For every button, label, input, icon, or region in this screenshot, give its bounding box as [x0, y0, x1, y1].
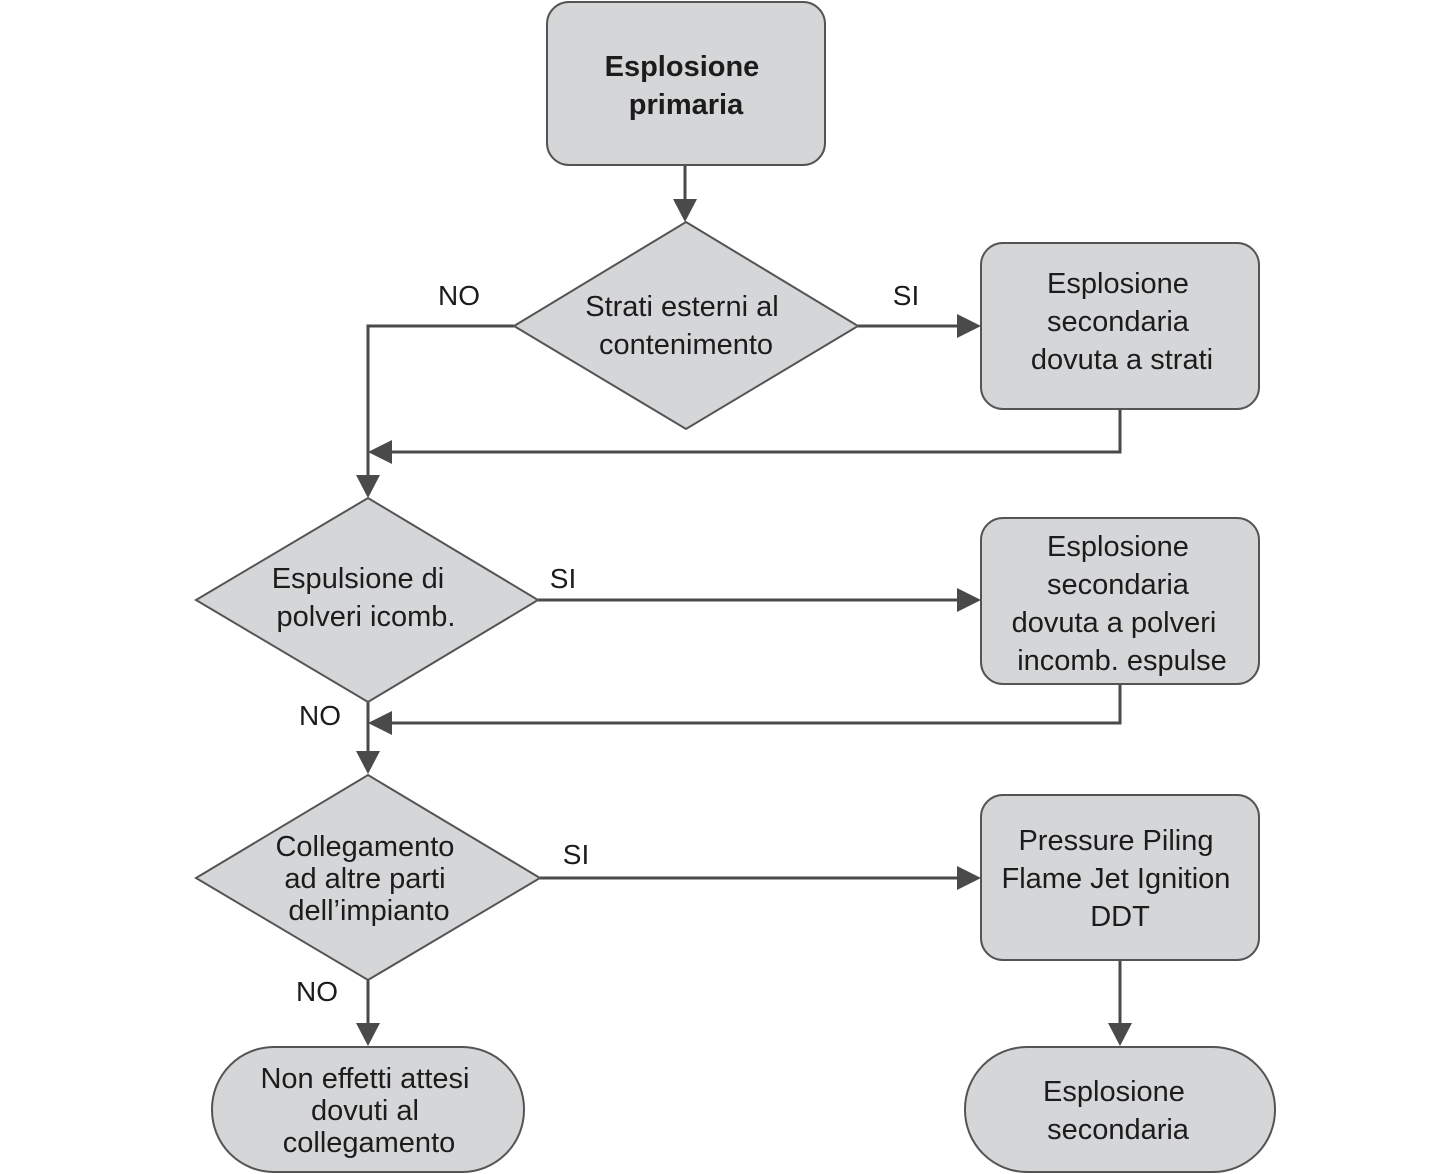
node-end-no-effects-line: collegamento: [283, 1127, 456, 1159]
node-end-secondary-terminal: [964, 1046, 1276, 1173]
connectors: [356, 165, 1132, 1046]
node-end-no-effects-label: Non effetti attesi dovuti al collegament…: [260, 1063, 477, 1159]
arrowhead: [957, 866, 981, 890]
node-decision-layers-diamond: [512, 220, 860, 431]
node-result-layers-line: secondaria: [1047, 306, 1190, 338]
edge-label-dust-no: NO: [299, 700, 341, 731]
node-start-line: Esplosione: [605, 51, 760, 83]
node-decision-connection-line: dell’impianto: [288, 895, 449, 927]
edge-label-layers-yes: SI: [893, 280, 919, 311]
node-start-box: [546, 1, 826, 166]
node-result-connection-line: Pressure Piling: [1018, 825, 1213, 857]
node-result-connection-line: Flame Jet Ignition: [1002, 863, 1231, 895]
node-decision-dust-line: polveri icomb.: [277, 601, 456, 633]
node-decision-connection-label: Collegamento ad altre parti dell’impiant…: [275, 831, 462, 927]
node-end-no-effects-terminal: [211, 1046, 525, 1173]
node-result-dust-line: incomb. espulse: [1017, 645, 1227, 677]
edge-label-layers-no: NO: [438, 280, 480, 311]
node-decision-dust-line: Espulsione di: [272, 563, 445, 595]
edge-label-dust-yes: SI: [550, 563, 576, 594]
node-result-dust-line: Esplosione: [1047, 531, 1189, 563]
edge-label-connection-yes: SI: [563, 839, 589, 870]
shapes: [194, 1, 1276, 1173]
node-decision-dust-label: Espulsione di polveri icomb.: [272, 563, 456, 633]
edge-layers-result-merge: [392, 409, 1122, 454]
arrowhead: [368, 440, 392, 464]
node-result-connection-box: [980, 794, 1260, 961]
arrowhead: [368, 711, 392, 735]
node-result-layers-box: [980, 242, 1260, 410]
node-result-dust-label: Esplosione secondaria dovuta a polveri i…: [1012, 531, 1227, 677]
node-start-label: Esplosione primaria: [605, 51, 768, 121]
node-end-secondary-label: Esplosione secondaria: [1043, 1076, 1193, 1146]
node-decision-connection-diamond: [194, 773, 542, 982]
arrowhead: [1108, 1023, 1132, 1046]
node-labels: Esplosione primaria Strati esterni al co…: [260, 51, 1239, 1159]
arrowhead: [356, 751, 380, 774]
node-end-no-effects-line: Non effetti attesi: [260, 1063, 469, 1095]
edge-labels: NO SI SI NO SI NO: [296, 280, 919, 1007]
node-decision-connection-line: ad altre parti: [284, 863, 445, 895]
edge-dust-result-merge: [392, 684, 1122, 725]
node-result-connection-label: Pressure Piling Flame Jet Ignition DDT: [1002, 825, 1239, 933]
node-result-dust-line: secondaria: [1047, 569, 1190, 601]
node-result-layers-line: dovuta a strati: [1031, 344, 1213, 376]
arrowhead: [957, 314, 981, 338]
node-result-layers-line: Esplosione: [1047, 268, 1189, 300]
arrowhead: [673, 199, 697, 222]
node-decision-layers-line: Strati esterni al: [585, 291, 778, 323]
node-decision-layers-line: contenimento: [599, 329, 773, 361]
node-result-dust-line: dovuta a polveri: [1012, 607, 1217, 639]
edge-layers-no: [366, 324, 514, 476]
node-end-secondary-line: secondaria: [1047, 1114, 1190, 1146]
node-decision-layers-label: Strati esterni al contenimento: [585, 291, 786, 361]
node-result-layers-label: Esplosione secondaria dovuta a strati: [1031, 268, 1213, 376]
arrowhead: [356, 475, 380, 498]
node-decision-connection-line: Collegamento: [275, 831, 454, 863]
arrowhead: [957, 588, 981, 612]
node-end-no-effects-line: dovuti al: [311, 1095, 419, 1127]
node-result-connection-line: DDT: [1090, 901, 1150, 933]
edge-label-connection-no: NO: [296, 976, 338, 1007]
node-decision-dust-diamond: [194, 496, 540, 704]
arrowhead: [356, 1023, 380, 1046]
node-end-secondary-line: Esplosione: [1043, 1076, 1185, 1108]
node-start-line: primaria: [629, 89, 744, 121]
node-result-dust-box: [980, 517, 1260, 685]
